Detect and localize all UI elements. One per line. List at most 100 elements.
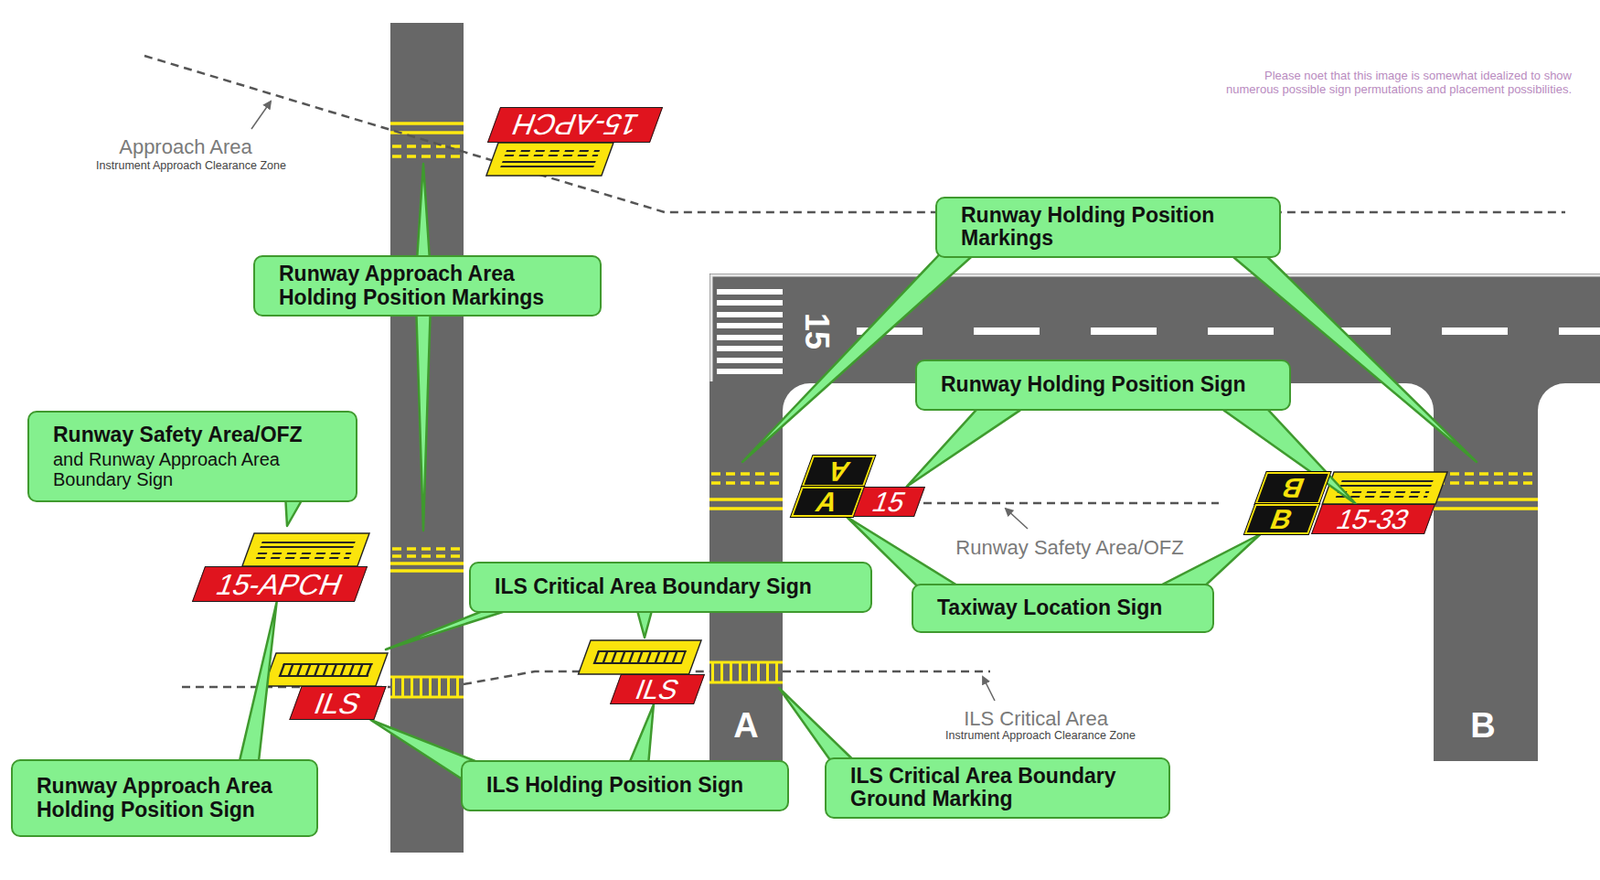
location-sign: A — [790, 486, 864, 517]
callout-box: Taxiway Location Sign — [911, 583, 1215, 633]
callout-text: ILS Holding Position Sign — [486, 773, 744, 797]
solid-line — [1433, 497, 1538, 502]
sign-line — [261, 541, 355, 544]
callout-tail — [237, 601, 278, 773]
area-label: Approach Area — [118, 135, 253, 159]
sign-legend: 15-APCH — [508, 110, 643, 140]
callout-text: Runway Holding Position Sign — [940, 373, 1247, 396]
dashed-line — [392, 154, 464, 159]
threshold-bar — [716, 311, 783, 318]
callout-text: ILS Critical Area Boundary Ground Markin… — [850, 764, 1143, 811]
sign-rungs — [595, 650, 684, 664]
threshold-bar — [716, 288, 783, 295]
area-label: A — [733, 705, 758, 747]
ils-boundary-sign — [578, 640, 702, 674]
callout-box: Runway Approach Area Holding Position Si… — [10, 758, 319, 837]
sign-legend: 15-33 — [1333, 505, 1414, 534]
sign-line — [501, 165, 595, 168]
callout-box: Runway Holding Position Markings — [935, 196, 1281, 258]
boundary-sign — [242, 533, 370, 566]
sign-line — [256, 556, 350, 559]
sign-legend: B — [1278, 474, 1309, 502]
dashed-line — [1435, 480, 1538, 485]
sign-line — [1340, 484, 1432, 487]
pointer-arrow — [982, 676, 995, 701]
callout-box: Runway Approach Area Holding Position Ma… — [253, 255, 602, 317]
solid-line — [390, 568, 464, 573]
mandatory-sign: ILS — [288, 685, 386, 720]
area-label: ILS Critical Area — [963, 706, 1109, 730]
sign-panel — [264, 652, 388, 686]
threshold-bar — [716, 334, 783, 341]
sign-line — [506, 149, 600, 152]
location-sign: B — [1244, 503, 1320, 534]
callout-text: Runway Safety Area/OFZ — [53, 423, 303, 447]
sign-legend: 15 — [868, 488, 909, 516]
infield — [782, 383, 1434, 813]
dashed-line — [392, 546, 464, 551]
callout-box: ILS Critical Area Boundary Sign — [469, 561, 873, 613]
area-boundaries — [144, 55, 1566, 687]
solid-line — [390, 121, 464, 126]
sign-line — [260, 545, 354, 548]
sign-legend: B — [1267, 505, 1298, 534]
callout-box: ILS Holding Position Sign — [460, 759, 790, 811]
hold-markings — [390, 123, 1538, 697]
sign-line — [501, 160, 596, 163]
pointer-arrow — [1005, 508, 1028, 529]
callout-text: ILS Critical Area Boundary Sign — [494, 575, 812, 598]
callout-tail — [742, 242, 988, 462]
ladder-rungs — [711, 662, 783, 682]
note-text: Please noet that this image is somewhat … — [1221, 69, 1572, 97]
threshold-bar — [716, 345, 783, 352]
callout-body: and Runway Approach Area Boundary Sign — [53, 448, 328, 490]
threshold-bar — [716, 299, 783, 306]
sign-panel — [486, 142, 614, 176]
sign-rungs — [280, 663, 371, 677]
mandatory-sign: 15-APCH — [487, 106, 663, 143]
dashed-line — [711, 471, 783, 476]
callout-text: Runway Approach Area Holding Position Si… — [36, 774, 306, 822]
sign-line — [504, 154, 598, 157]
sign-legend: A — [812, 488, 843, 516]
solid-line — [1433, 506, 1538, 511]
solid-line — [709, 497, 783, 502]
callout-box: Runway Holding Position Sign — [915, 359, 1291, 411]
area-label: 15 — [797, 312, 835, 350]
infield — [1537, 383, 1600, 813]
threshold-bar — [716, 368, 783, 374]
sign-legend: 15-APCH — [213, 569, 348, 599]
ofz-line — [868, 501, 1219, 505]
callout-box: Runway Safety Area/OFZand Runway Approac… — [27, 410, 358, 502]
boundary-sign — [486, 142, 614, 176]
area-label: Runway Safety Area/OFZ — [955, 535, 1184, 559]
ils-boundary-sign — [264, 652, 388, 686]
runway-centerline — [856, 327, 1600, 335]
dashed-line — [711, 480, 783, 485]
sign-line — [1337, 490, 1430, 493]
area-label: Instrument Approach Clearance Zone — [96, 159, 287, 172]
sign-legend: ILS — [631, 675, 683, 704]
solid-line — [709, 506, 783, 511]
mandatory-sign: 15-APCH — [192, 565, 368, 602]
callout-text: Taxiway Location Sign — [937, 596, 1163, 619]
sign-line — [257, 552, 352, 555]
location-sign: B — [1255, 471, 1332, 504]
callout-text: Runway Approach Area Holding Position Ma… — [278, 262, 572, 310]
sign-legend: A — [823, 457, 854, 485]
mandatory-sign: ILS — [609, 673, 705, 704]
sign-line — [1341, 480, 1433, 482]
mandatory-sign: 15-33 — [1311, 503, 1436, 534]
area-label: Instrument Approach Clearance Zone — [945, 728, 1136, 742]
callout-tail — [416, 301, 431, 531]
sign-panel — [578, 640, 702, 674]
dashed-line — [392, 554, 464, 558]
solid-line — [390, 561, 464, 566]
threshold-bar — [716, 322, 783, 329]
ladder-rungs — [392, 677, 464, 696]
mandatory-sign: 15 — [853, 486, 926, 517]
callout-text: Runway Holding Position Markings — [960, 203, 1236, 251]
area-label: B — [1470, 705, 1495, 747]
location-sign: A — [801, 455, 875, 487]
